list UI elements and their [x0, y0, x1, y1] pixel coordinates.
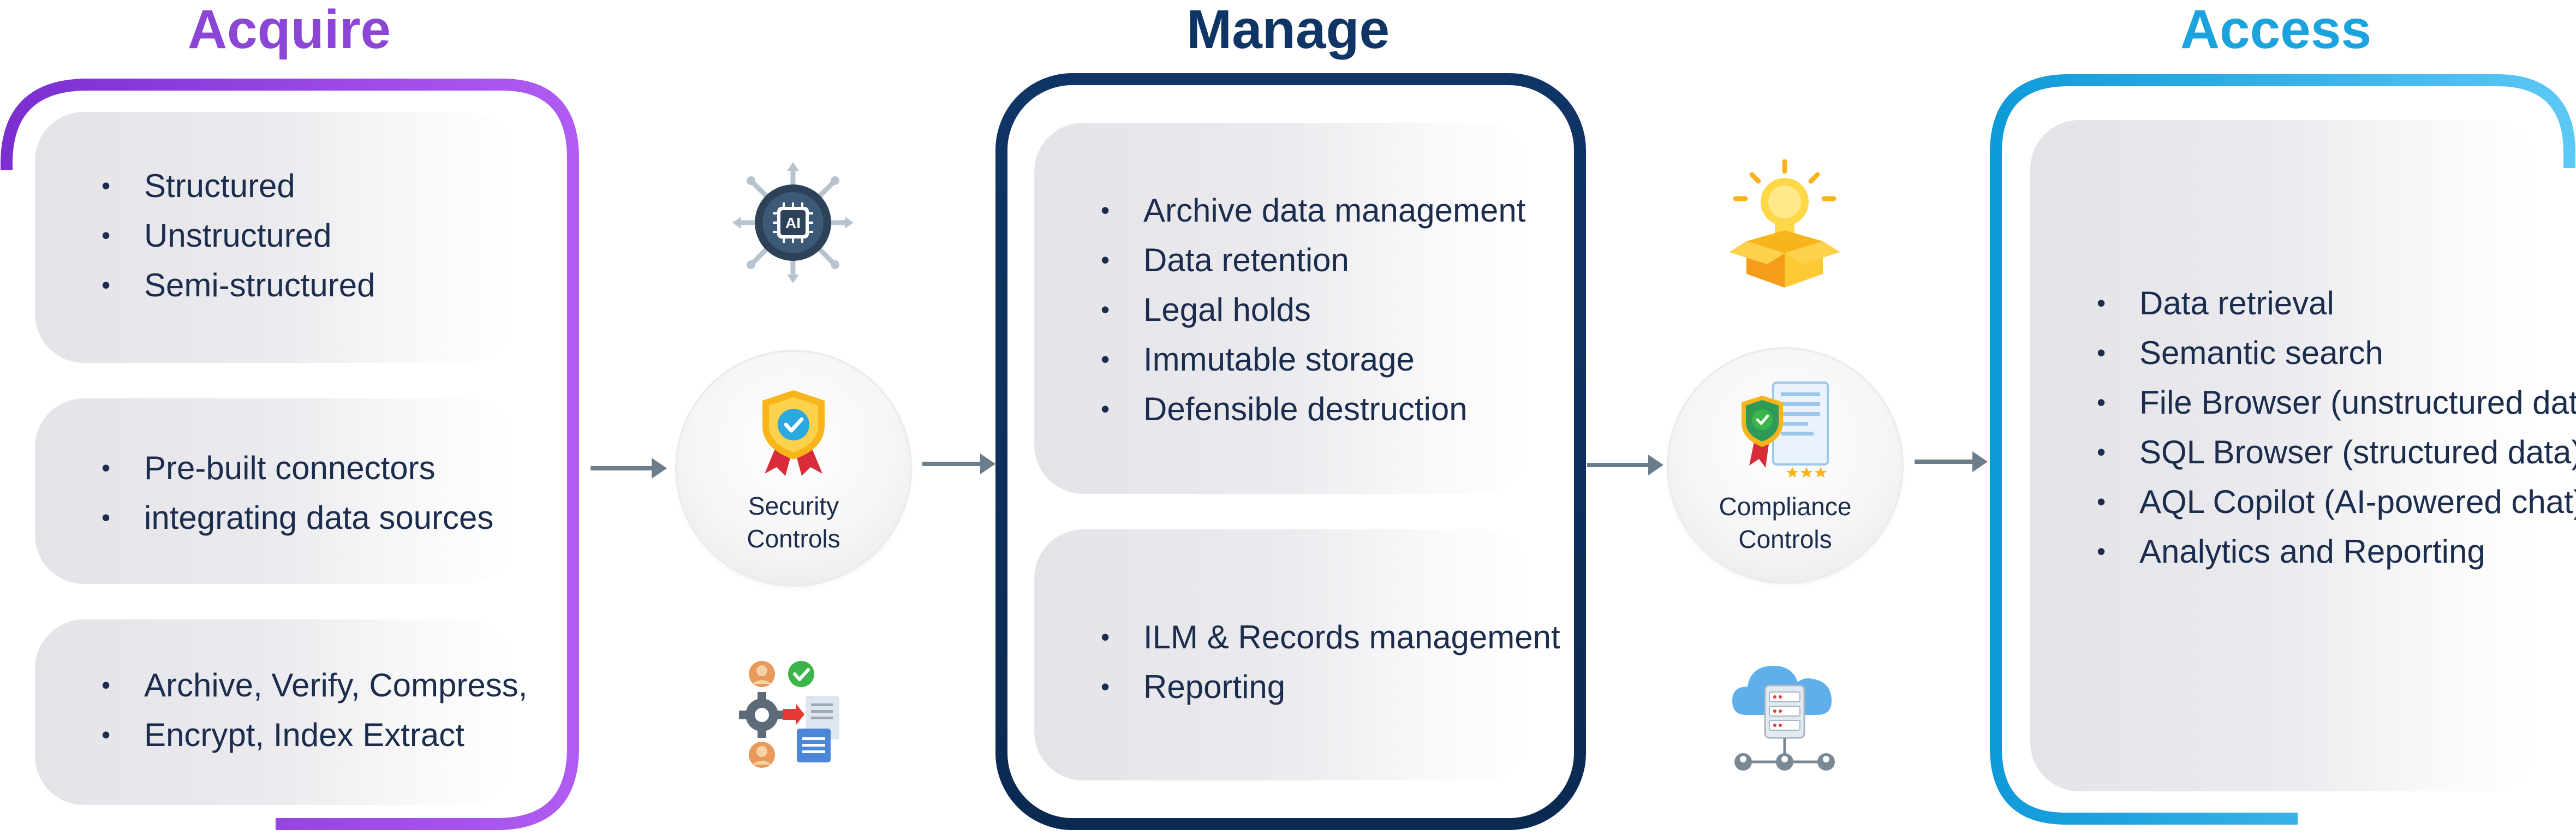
access-title: Access: [2180, 0, 2372, 60]
flow-arrow-compliance-to-access: [1915, 451, 1988, 472]
list-item: Defensible destruction: [1034, 384, 1525, 434]
acquire-card-data-types: Structured Unstructured Semi-structured: [35, 112, 515, 363]
list-item: Immutable storage: [1034, 335, 1525, 384]
list-item: Semantic search: [2030, 328, 2576, 378]
compliance-controls-circle: Compliance Controls: [1669, 349, 1901, 582]
compliance-controls-label-1: Compliance: [1719, 492, 1852, 521]
list-item: AQL Copilot (AI-powered chat): [2030, 477, 2576, 527]
security-controls-label-2: Controls: [747, 524, 840, 553]
list-item: Data retrieval: [2030, 278, 2576, 328]
list-item: Pre-built connectors: [35, 443, 493, 493]
list-item: Archive data management: [1034, 186, 1525, 235]
access-card-features: Data retrieval Semantic search File Brow…: [2030, 120, 2576, 791]
shield-badge-icon: [762, 390, 825, 476]
acquire-card-connectors: Pre-built connectors integrating data so…: [35, 398, 515, 584]
access-frame: [1990, 74, 2575, 825]
list-item: File Browser (unstructured data): [2030, 378, 2576, 427]
acquire-frame: [1, 79, 579, 830]
acquire-card-processing: Archive, Verify, Compress, Encrypt, Inde…: [35, 619, 527, 805]
security-controls-label-1: Security: [748, 492, 839, 520]
list-item: SQL Browser (structured data): [2030, 427, 2576, 477]
manage-frame: [995, 73, 1586, 830]
certificate-icon: [1742, 381, 1829, 478]
flow-arrow-security-to-manage: [922, 454, 995, 474]
list-item: Encrypt, Index Extract: [35, 710, 527, 760]
list-item: Reporting: [1034, 662, 1560, 712]
list-item: Legal holds: [1034, 285, 1525, 335]
compliance-controls-label-2: Controls: [1738, 525, 1832, 553]
list-item: Unstructured: [35, 211, 375, 260]
manage-card-ilm: ILM & Records management Reporting: [1034, 529, 1560, 780]
list-item: Semi-structured: [35, 260, 375, 310]
flow-arrow-acquire-to-security: [591, 458, 667, 479]
list-item: Analytics and Reporting: [2030, 527, 2576, 576]
ai-chip-text: AI: [785, 214, 801, 231]
lightbulb-box-icon: [1729, 159, 1840, 288]
list-item: Archive, Verify, Compress,: [35, 660, 527, 710]
list-item: ILM & Records management: [1034, 612, 1560, 662]
security-controls-circle: Security Controls: [677, 352, 910, 584]
cloud-server-network-icon: [1732, 666, 1835, 771]
list-item: Data retention: [1034, 235, 1525, 285]
list-item: Structured: [35, 161, 375, 211]
manage-title: Manage: [1186, 0, 1390, 60]
manage-card-archive: Archive data management Data retention L…: [1034, 123, 1531, 494]
people-gear-documents-icon: [739, 661, 839, 768]
acquire-title: Acquire: [187, 0, 391, 60]
list-item: integrating data sources: [35, 493, 493, 542]
ai-chip-icon: AI: [732, 162, 854, 283]
flow-arrow-manage-to-compliance: [1587, 455, 1663, 475]
